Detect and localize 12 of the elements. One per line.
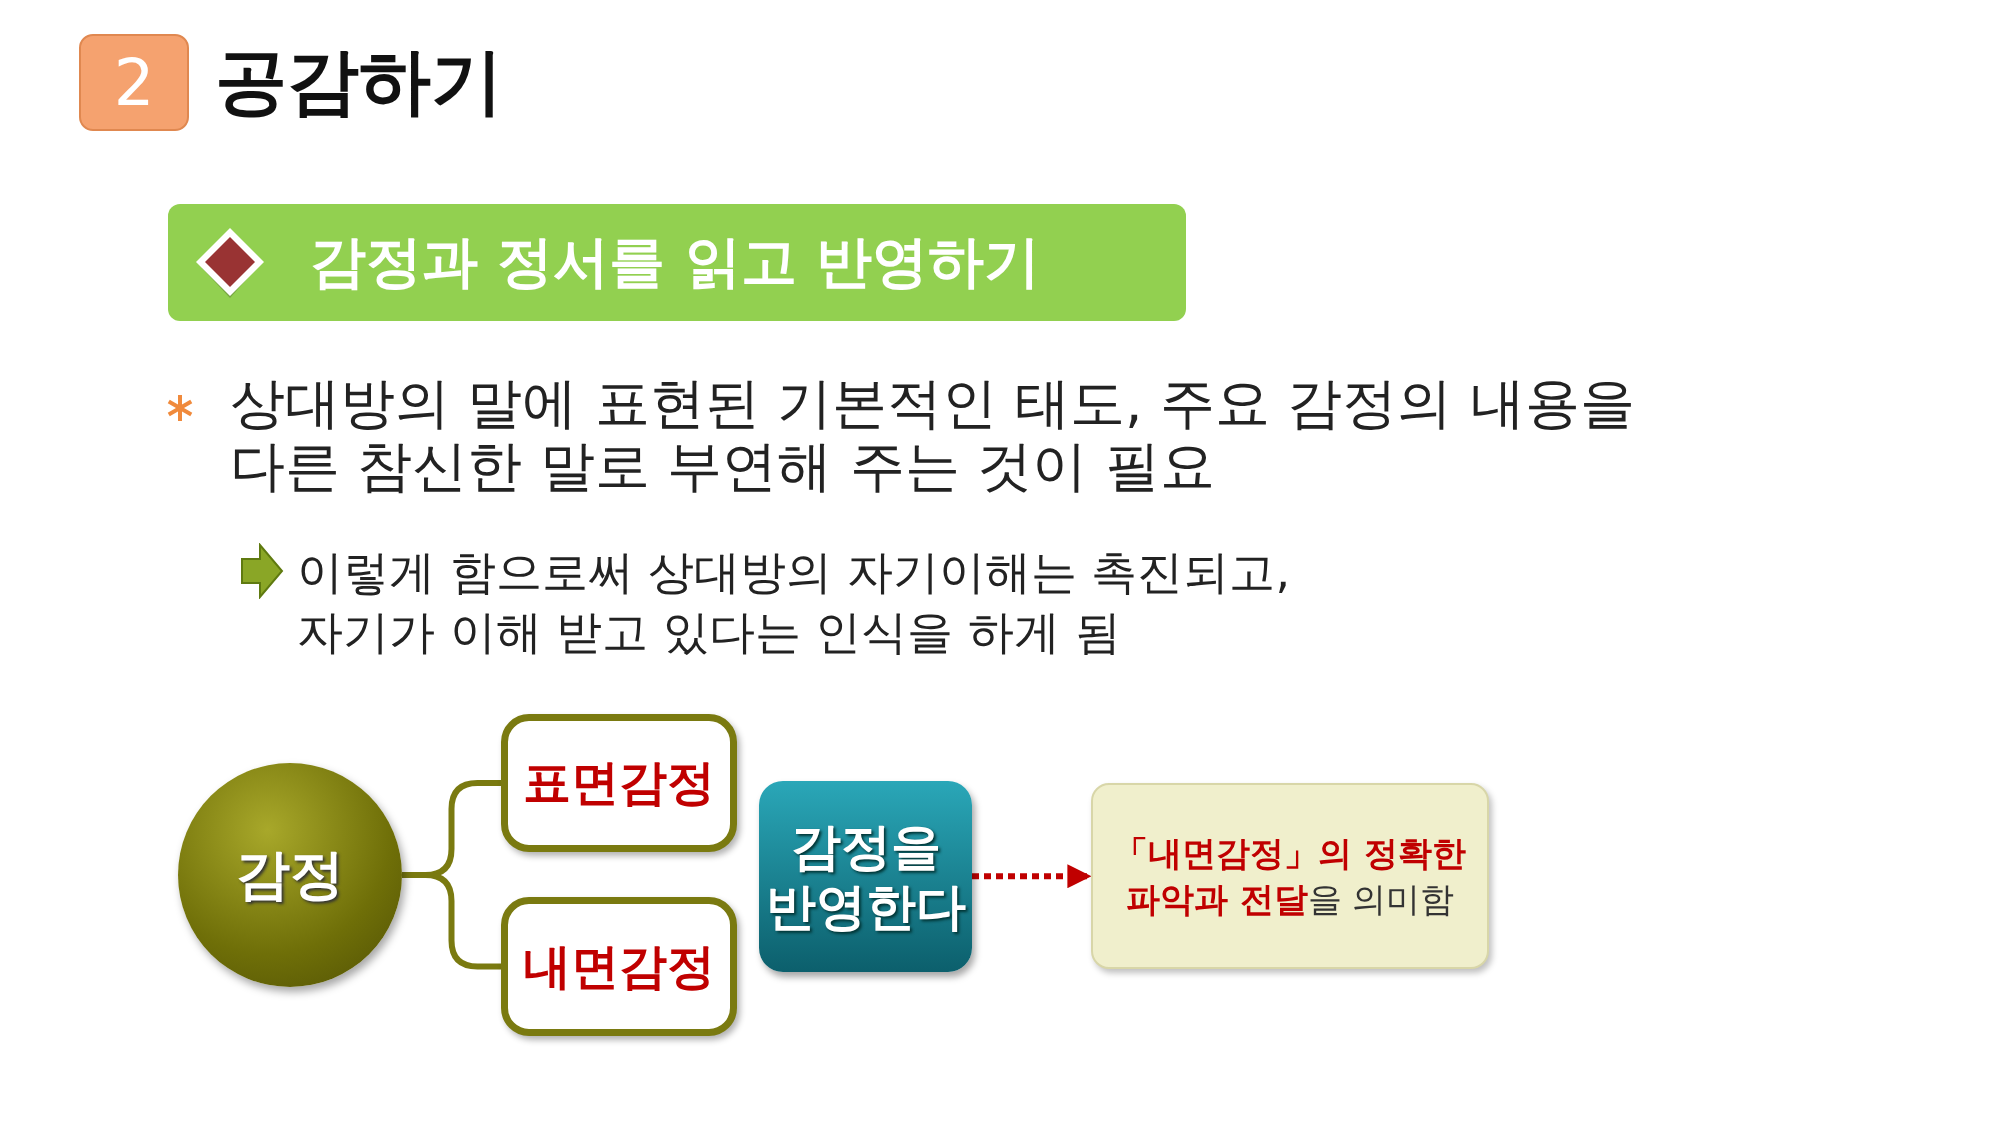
inner-emotion-box: 내면감정 xyxy=(501,897,737,1036)
arrow xyxy=(972,864,1092,889)
arrow-point-text: 이렇게 함으로써 상대방의 자기이해는 촉진되고, 자기가 이해 받고 있다는 인식을 하게 됨 xyxy=(297,544,1292,661)
surface-emotion-box: 표면감정 xyxy=(501,714,737,852)
meaning-box: 「내면감정」의 정확한 파악과 전달을 의미함 xyxy=(1091,783,1489,969)
bullet-text: 상대방의 말에 표현된 기본적인 태도, 주요 감정의 내용을 다른 참신한 말로 부연해 주는 것이 필요 xyxy=(230,372,1636,498)
brace-connector xyxy=(402,872,501,970)
slide-title: 공감하기 xyxy=(215,38,503,125)
emotion-circle: 감정 xyxy=(178,763,402,987)
section-banner: 감정과 정서를 읽고 반영하기 xyxy=(168,204,1186,321)
reflect-emotion-box: 감정을 반영한다 xyxy=(759,781,972,972)
number-badge: 2 xyxy=(79,34,189,131)
